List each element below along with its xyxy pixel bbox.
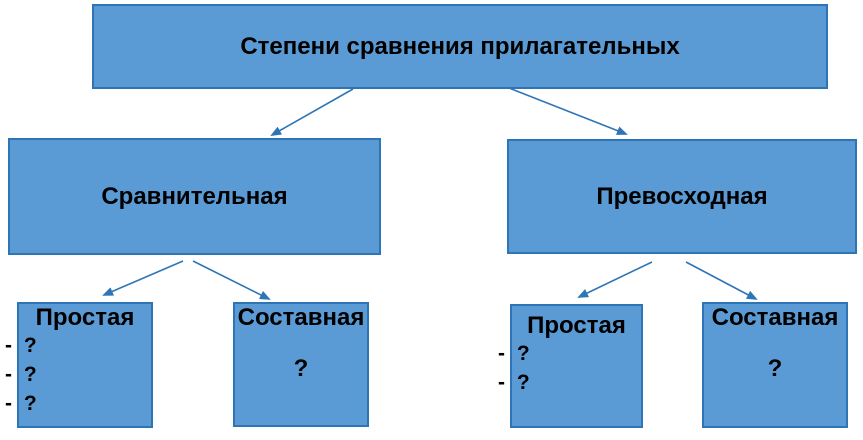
arrow-superlative-to-compound <box>685 261 758 300</box>
leaf-title: Составная <box>237 304 365 331</box>
list-item: - ? <box>5 362 37 386</box>
list-item: - ? <box>498 341 530 365</box>
arrow-comparative-to-simple <box>102 260 184 296</box>
list-item: - ? <box>5 391 37 415</box>
arrow-superlative-to-simple <box>577 261 653 298</box>
node-superlative-compound: Составная ? <box>702 302 848 428</box>
node-comparative-compound: Составная ? <box>233 302 369 427</box>
node-comparative-simple: Простая - ? - ? - ? <box>5 302 153 428</box>
question-placeholder: ? <box>767 354 783 382</box>
leaf-title: Простая <box>35 304 135 331</box>
leaf-title: Составная <box>711 304 839 331</box>
arrow-root-to-comparative <box>270 88 354 136</box>
node-superlative-simple: Простая - ? - ? <box>498 304 643 428</box>
node-root-label: Степени сравнения прилагательных <box>240 32 680 60</box>
question-placeholder: ? <box>293 354 309 382</box>
node-superlative-label: Превосходная <box>596 182 768 210</box>
node-comparative-label: Сравнительная <box>101 182 288 210</box>
list-item: - ? <box>498 370 530 394</box>
arrow-comparative-to-compound <box>192 260 271 300</box>
arrow-root-to-superlative <box>508 87 628 135</box>
list-item: - ? <box>5 333 37 357</box>
node-comparative: Сравнительная <box>8 138 381 255</box>
node-superlative: Превосходная <box>507 139 857 254</box>
leaf-title: Простая <box>527 312 626 339</box>
node-root: Степени сравнения прилагательных <box>92 4 828 89</box>
